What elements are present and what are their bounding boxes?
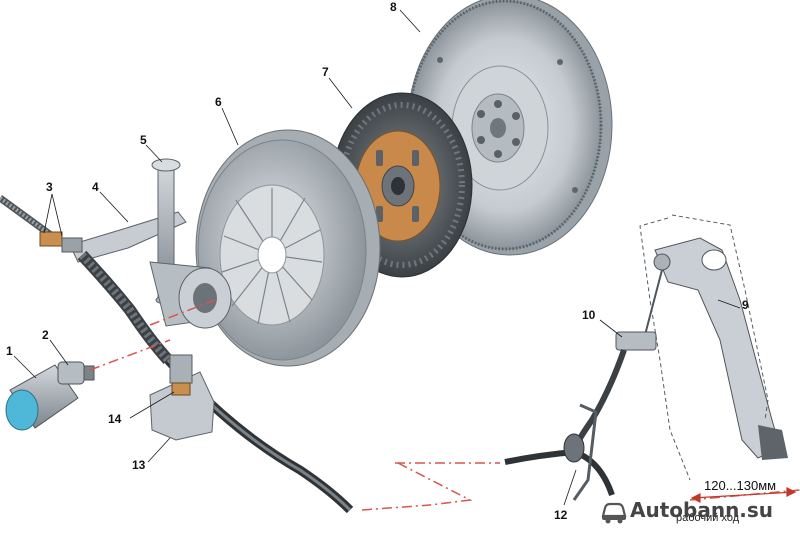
dimension-value: 120...130мм [704,478,777,493]
position-sensor [5,361,95,431]
callout-14: 14 [108,412,122,426]
callout-4: 4 [92,180,99,194]
release-fork [69,158,232,329]
callout-5: 5 [140,133,147,147]
callout-10: 10 [582,308,596,322]
callout-1: 1 [6,344,13,358]
leader-lines [13,9,741,506]
callout-7: 7 [322,65,329,79]
callout-8: 8 [390,0,397,14]
watermark-text: Autobann.su [630,498,774,522]
watermark: Autobann.su [600,496,800,526]
pressure-plate [195,129,381,367]
callout-2: 2 [42,328,49,342]
car-logo-icon [601,502,627,524]
dimension-arrow [690,487,797,503]
callout-13: 13 [132,458,146,472]
clutch-disc [331,92,473,278]
dimension-caption: рабочий ход [676,512,740,524]
callout-12: 12 [554,508,568,522]
callout-9: 9 [742,298,749,312]
callout-3: 3 [46,180,53,194]
callout-6: 6 [215,95,222,109]
pedal-cable [504,269,663,501]
clutch-pedal [639,214,788,481]
cable-bracket [149,354,215,441]
